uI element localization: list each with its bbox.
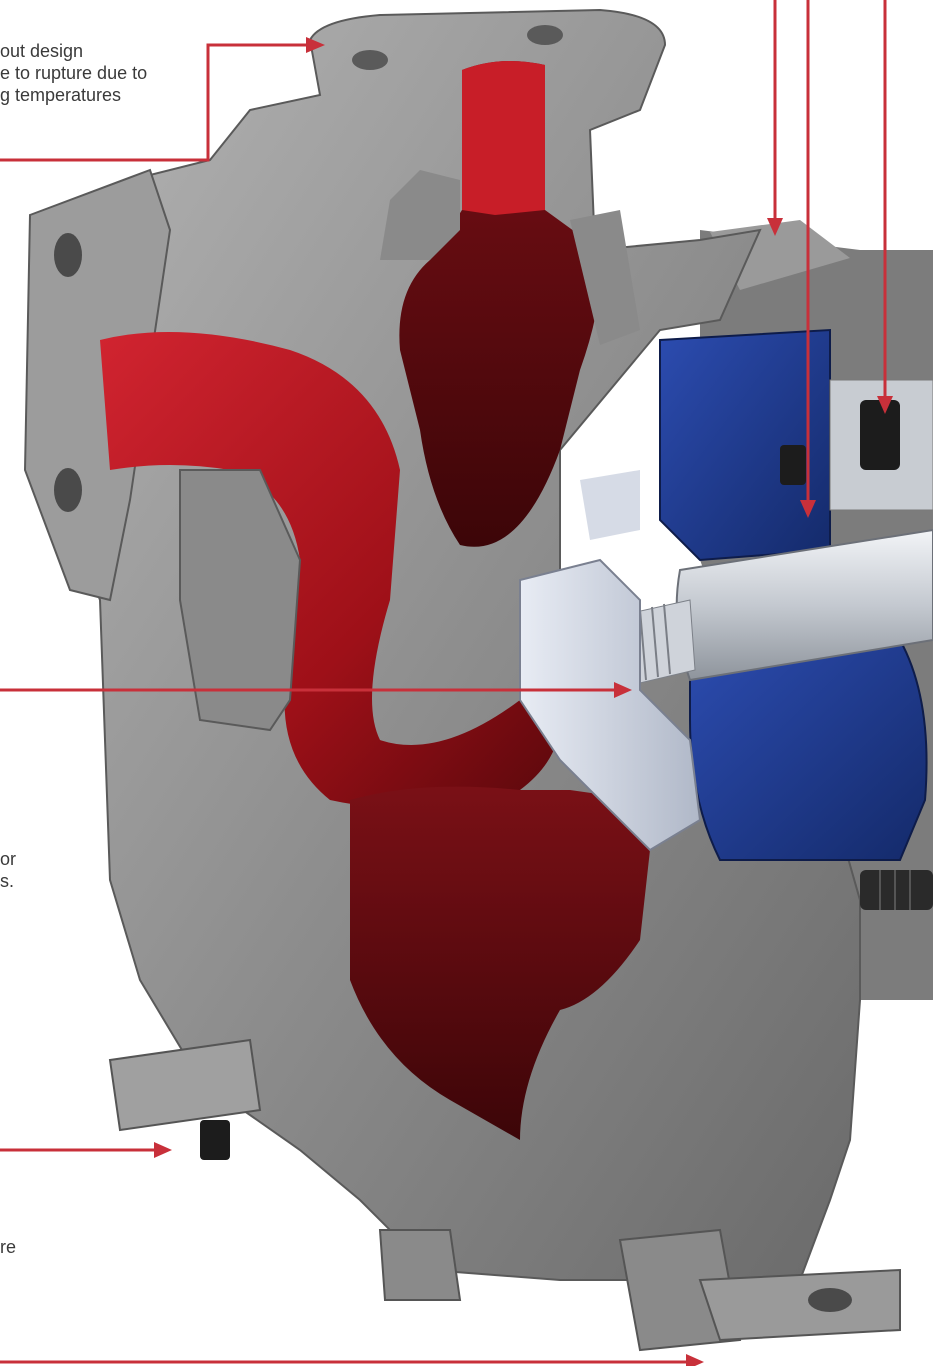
mechanical-seal-assembly bbox=[659, 328, 933, 861]
arrow-heads bbox=[154, 37, 893, 1366]
callout-bottom-text: re bbox=[0, 1236, 16, 1258]
arrowhead-base bbox=[686, 1354, 704, 1366]
fluid-passages bbox=[100, 61, 650, 1140]
impeller bbox=[519, 470, 702, 852]
drain-plug bbox=[860, 870, 933, 910]
arrow-top-flange bbox=[0, 43, 312, 162]
callout-middle-text: or s. bbox=[0, 848, 16, 892]
callout-middle-line2: s. bbox=[0, 871, 15, 891]
callout-top-line1: out design bbox=[0, 41, 84, 61]
callout-top-line3: g temperatures bbox=[0, 85, 122, 105]
pump-casing bbox=[23, 8, 861, 1292]
arrowhead-bearing bbox=[877, 396, 893, 414]
callout-arrows bbox=[0, 0, 887, 1364]
callout-middle-line1: or bbox=[0, 849, 17, 869]
arrowhead-impeller bbox=[614, 682, 632, 698]
callout-bottom-line1: re bbox=[0, 1237, 17, 1257]
arrowhead-housing bbox=[767, 218, 783, 236]
callout-top-line2: e to rupture due to bbox=[0, 63, 148, 83]
casing-webs bbox=[179, 170, 640, 732]
pump-feet bbox=[108, 1038, 901, 1352]
arrowhead-drain bbox=[154, 1142, 172, 1158]
arrowhead-top-flange bbox=[306, 37, 325, 53]
callout-top-text: out design e to rupture due to g tempera… bbox=[0, 40, 147, 106]
arrowhead-seal bbox=[800, 500, 816, 518]
